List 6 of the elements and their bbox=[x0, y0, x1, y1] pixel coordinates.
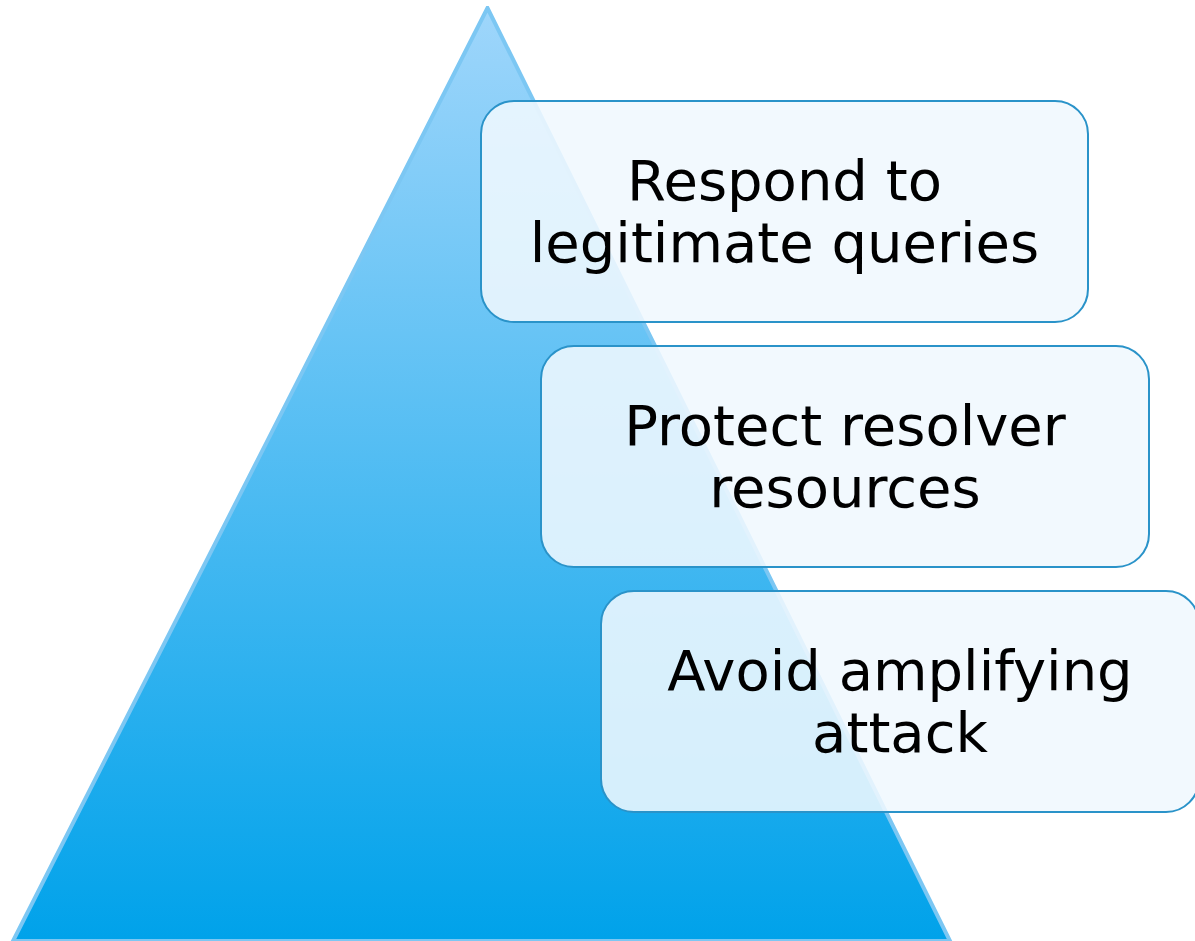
rounded-box bbox=[540, 345, 1150, 568]
box-text: Respond to legitimate queries bbox=[528, 149, 1041, 274]
rounded-box bbox=[480, 100, 1089, 323]
box-text: Protect resolver resources bbox=[623, 394, 1067, 519]
box-text: Avoid amplifying attack bbox=[666, 639, 1134, 764]
rounded-box bbox=[600, 590, 1195, 813]
